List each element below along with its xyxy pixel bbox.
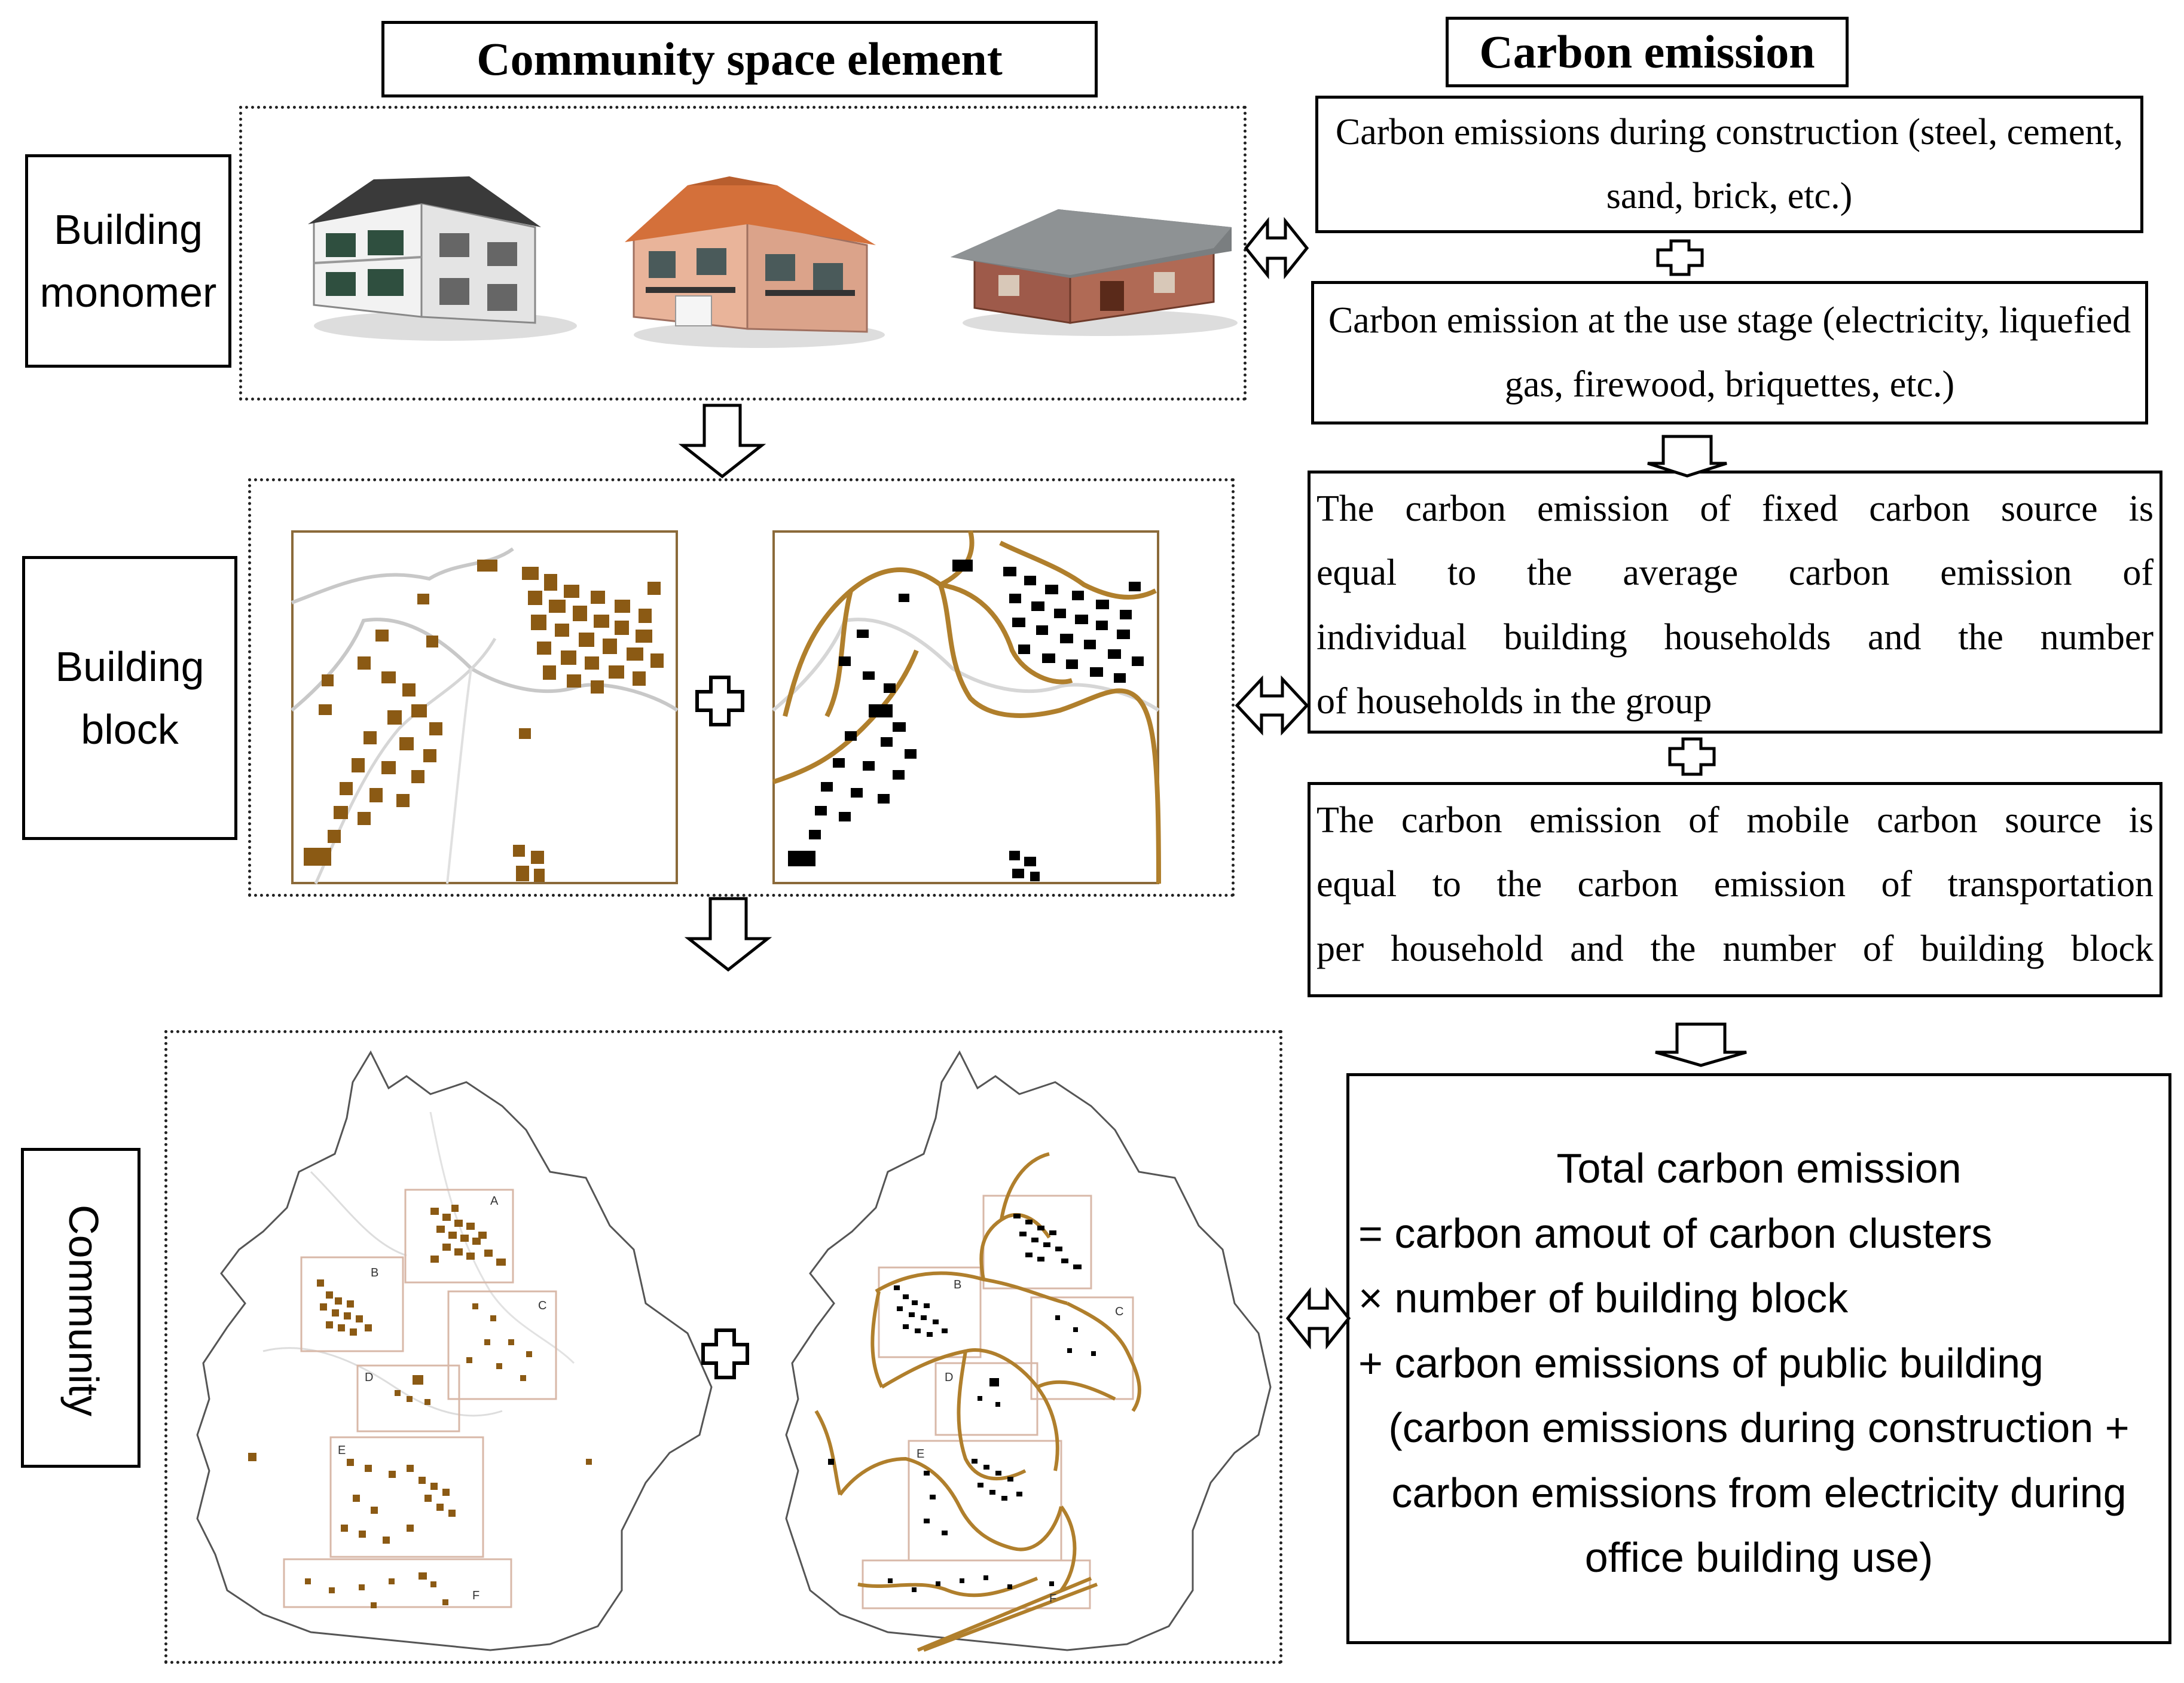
down-arrow-icon — [1647, 435, 1727, 478]
cluster-label-d-right: D — [945, 1371, 953, 1384]
community-right-buildings — [828, 1214, 1096, 1592]
building-block-map-right — [772, 530, 1161, 884]
cluster-label-c-right: C — [1115, 1305, 1123, 1318]
house-illustration-villa — [625, 176, 885, 348]
plus-icon — [701, 1328, 749, 1379]
building-block-map-left — [291, 530, 679, 885]
carbon-mobile-source-box: The carbon emission of mobile carbon sou… — [1308, 782, 2162, 997]
double-arrow-icon — [1235, 675, 1309, 736]
down-arrow-icon — [1655, 1022, 1747, 1067]
cluster-label-c: C — [538, 1299, 546, 1312]
header-community-space-element: Community space element — [381, 21, 1098, 97]
double-arrow-icon — [1285, 1287, 1351, 1350]
community-map-left: A B C D E F — [196, 1050, 713, 1651]
plus-icon — [1656, 239, 1704, 276]
down-arrow-icon — [678, 404, 766, 479]
community-map-right: B C D E F — [785, 1050, 1272, 1652]
plus-icon — [695, 676, 744, 726]
house-illustration-modern — [308, 176, 577, 341]
community-left-buildings — [248, 1205, 592, 1608]
header-carbon-emission: Carbon emission — [1446, 17, 1849, 87]
cluster-label-a: A — [490, 1195, 499, 1208]
cluster-label-b: B — [371, 1266, 378, 1279]
carbon-construction-box: Carbon emissions during construction (st… — [1315, 96, 2143, 233]
total-carbon-emission-box: Total carbon emission = carbon amout of … — [1346, 1073, 2171, 1644]
cluster-label-f-right: F — [1049, 1592, 1056, 1605]
carbon-fixed-source-box: The carbon emission of fixed carbon sour… — [1308, 471, 2162, 734]
cluster-label-e: E — [338, 1444, 346, 1457]
down-arrow-icon — [684, 897, 772, 972]
cluster-label-d: D — [365, 1371, 373, 1384]
plus-icon — [1668, 737, 1716, 776]
level-community: Community — [21, 1148, 140, 1468]
double-arrow-icon — [1244, 216, 1309, 280]
cluster-label-e-right: E — [917, 1447, 924, 1461]
cluster-label-b-right: B — [954, 1278, 961, 1291]
cluster-label-f: F — [472, 1589, 479, 1602]
carbon-use-stage-box: Carbon emission at the use stage (electr… — [1311, 281, 2148, 424]
house-illustration-traditional — [951, 209, 1238, 336]
